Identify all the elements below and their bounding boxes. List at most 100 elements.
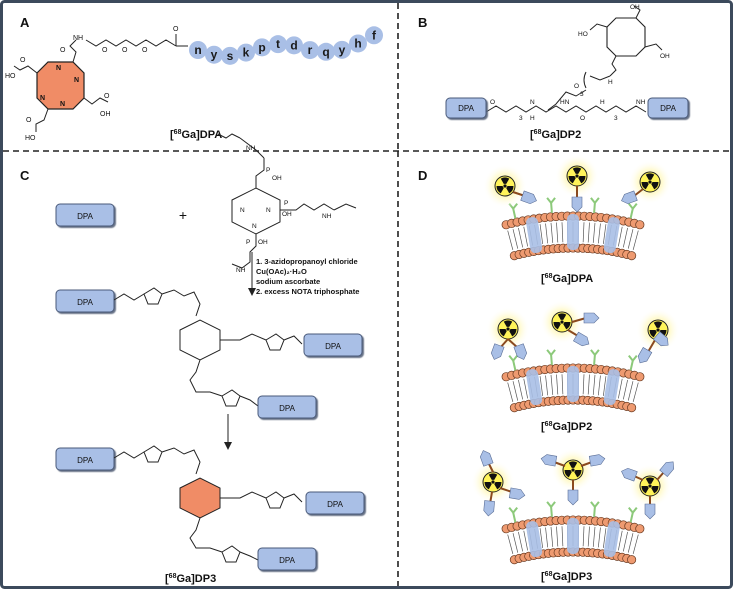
b-hn: HN (560, 99, 570, 106)
a-o-1: O (20, 57, 26, 64)
condition-4: 2. excess NOTA triphosphate (256, 287, 359, 296)
a-o-carbonyl: O (173, 26, 179, 33)
peptide-letter: r (308, 43, 313, 57)
b-ho-left: HO (578, 31, 588, 38)
receptor-icon (567, 518, 579, 554)
condition-3: sodium ascorbate (256, 277, 320, 286)
receptor-icon (567, 366, 579, 402)
lipid-head-outer (636, 525, 644, 533)
peptide-residue-n: n (189, 41, 207, 59)
b-dpa-label-left: DPA (458, 104, 475, 113)
int-dpa-3: DPA (279, 404, 296, 413)
radioactive-icon (636, 308, 680, 352)
a-n4: N (60, 101, 65, 108)
peptide-residue-d: d (285, 36, 303, 54)
b-n-right: NH (636, 99, 646, 106)
final-dpa-1: DPA (77, 456, 94, 465)
a-o-peg2: O (122, 47, 128, 54)
trap-nh2: NH (322, 213, 332, 220)
b-sub3-left: 3 (519, 115, 523, 122)
a-o-3: O (26, 117, 32, 124)
peptide-letter: y (211, 48, 218, 62)
b-h-right: H (600, 99, 605, 106)
a-oh-2: HO (25, 135, 36, 142)
c-dpa-start: DPA (56, 204, 114, 226)
int-dpa-1: DPA (77, 298, 94, 307)
a-n2: N (74, 77, 79, 84)
a-ho-1: HO (5, 73, 16, 80)
a-n3: N (40, 95, 45, 102)
peptide-letter: d (290, 38, 297, 52)
panel-d-letter: D (418, 168, 427, 183)
a-n1: N (56, 65, 61, 72)
trap-oh2: OH (282, 211, 292, 218)
radioactive-icon (471, 460, 515, 504)
trap-n1: N (240, 207, 245, 214)
a-nh: NH (73, 35, 83, 42)
trap-oh1: OH (272, 175, 282, 182)
peptide-residue-p: p (253, 38, 271, 56)
trap-n3: N (252, 223, 257, 230)
peptide-residue-h: h (349, 34, 367, 52)
condition-2: Cu(OAc)₂·H₂O (256, 267, 307, 276)
trap-p2: P (284, 200, 288, 207)
b-o1: O (490, 99, 495, 106)
b-h-left: H (530, 115, 535, 122)
peptide-letter: n (194, 43, 201, 57)
panel-a-letter: A (20, 15, 30, 30)
b-dpa-label-right: DPA (660, 104, 677, 113)
receptor-icon (567, 214, 579, 250)
peptide-letter: k (243, 46, 250, 60)
lipid-head-inner (627, 555, 635, 563)
lipid-head-inner (627, 403, 635, 411)
radioactive-icon (483, 164, 527, 208)
peptide-letter: y (339, 43, 346, 57)
peptide-residue-s: s (221, 47, 239, 65)
b-dota-ring (607, 18, 645, 56)
b-sub3-right: 3 (614, 115, 618, 122)
b-n-left: N (530, 99, 535, 106)
b-oh-top: OH (630, 4, 640, 11)
a-o-2: O (104, 93, 110, 100)
b-o2: O (580, 115, 585, 122)
condition-1: 1. 3-azidopropanoyl chloride (256, 257, 358, 266)
a-oh-1: OH (100, 111, 111, 118)
b-oh-right: OH (660, 53, 670, 60)
a-o-peg3: O (142, 47, 148, 54)
peptide-residue-y: y (333, 41, 351, 59)
panel-c-letter: C (20, 168, 30, 183)
trap-nh3: NH (236, 267, 246, 274)
final-dpa-2: DPA (327, 500, 344, 509)
peptide-residue-r: r (301, 41, 319, 59)
lipid-head-inner (627, 251, 635, 259)
trap-oh3: OH (258, 239, 268, 246)
peptide-letter: s (227, 49, 234, 63)
trap-p3: P (246, 239, 250, 246)
peptide-residue-k: k (237, 44, 255, 62)
c-dpa-start-label: DPA (77, 212, 94, 221)
int-dpa-2: DPA (325, 342, 342, 351)
peptide-letter: t (276, 37, 280, 51)
peptide-residue-f: f (365, 26, 383, 44)
peptide-letter: q (322, 45, 329, 59)
b-o-mid: O (574, 83, 579, 90)
peptide-residue-y: y (205, 46, 223, 64)
lipid-head-outer (636, 373, 644, 381)
panel-b-letter: B (418, 15, 427, 30)
peptide-residue-t: t (269, 35, 287, 53)
trap-n2: N (266, 207, 271, 214)
final-dpa-3: DPA (279, 556, 296, 565)
b-dpa-box-right: DPA (648, 98, 688, 118)
a-o-4: O (60, 47, 66, 54)
lipid-head-outer (636, 221, 644, 229)
trap-nh1: NH (246, 145, 256, 152)
peptide-letter: h (354, 36, 361, 50)
trap-p1: P (266, 167, 270, 174)
plus-sign: + (179, 207, 187, 223)
peptide-letter: p (258, 40, 265, 54)
b-nh: H (608, 79, 613, 86)
a-o-peg1: O (102, 47, 108, 54)
peptide-residue-q: q (317, 43, 335, 61)
